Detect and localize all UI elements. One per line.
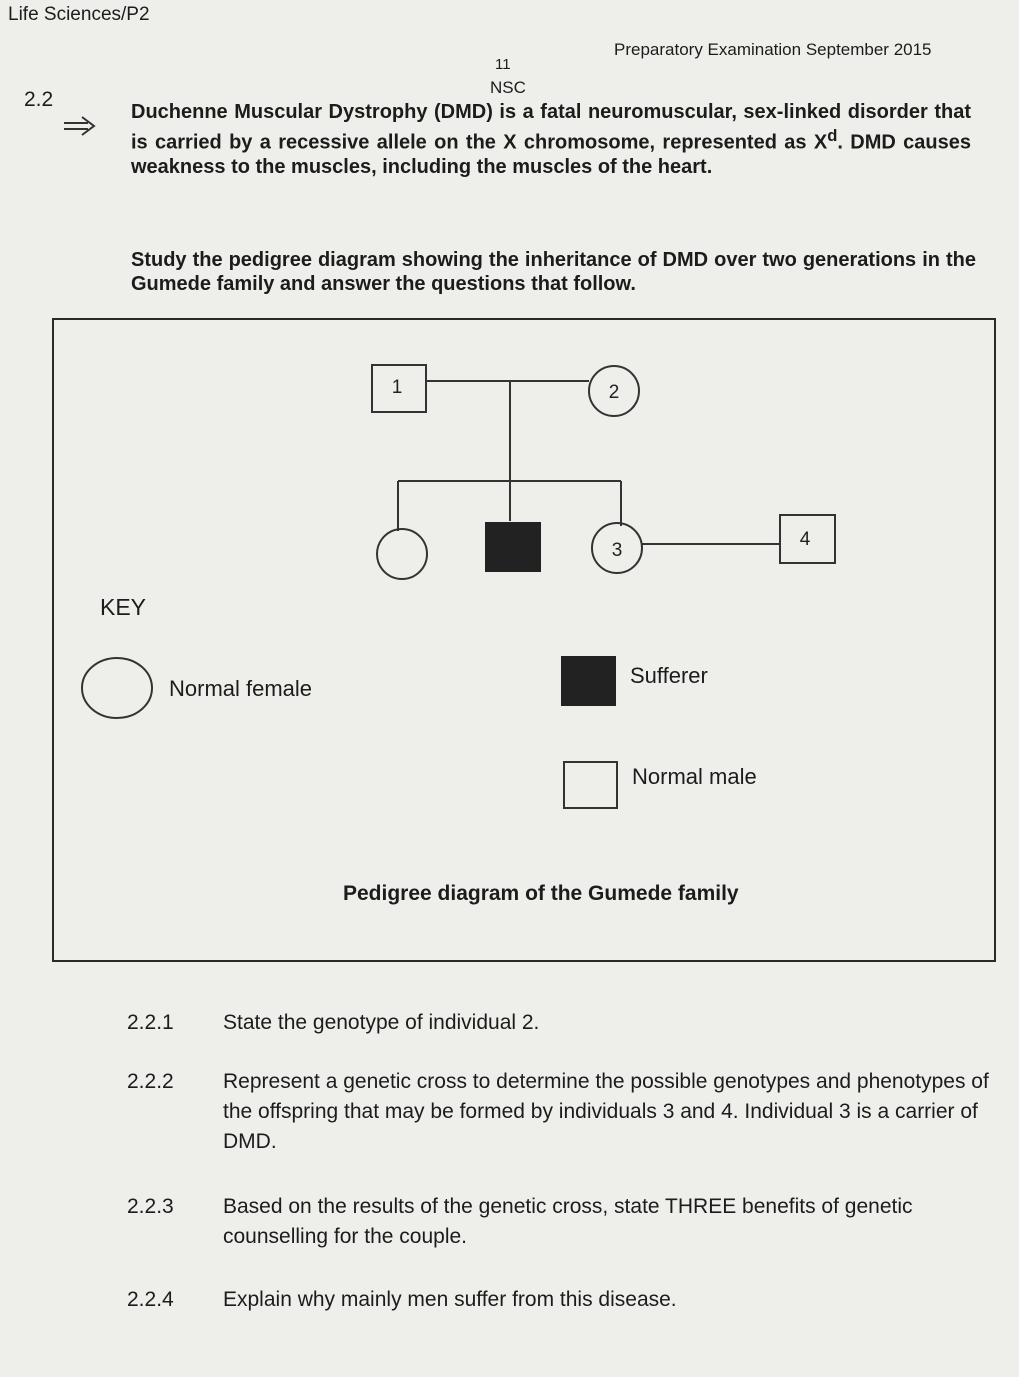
diagram-caption: Pedigree diagram of the Gumede family (343, 882, 739, 905)
subquestion-number: 2.2.4 (127, 1288, 174, 1311)
individual-4-label: 4 (800, 529, 811, 550)
subquestion-number: 2.2.2 (127, 1070, 174, 1093)
individual-1-normal-male (371, 364, 427, 413)
key-sufferer-symbol (561, 656, 616, 706)
pedigree-diagram-box (52, 318, 996, 962)
subquestion-2-2-4: 2.2.4 Explain why mainly men suffer from… (127, 1285, 1003, 1315)
key-normal-female-symbol (81, 657, 153, 719)
individual-3-label: 3 (612, 540, 623, 561)
question-intro: Duchenne Muscular Dystrophy (DMD) is a f… (131, 101, 971, 178)
subquestion-text: Represent a genetic cross to determine t… (223, 1070, 989, 1153)
key-normal-female-label: Normal female (169, 676, 313, 701)
key-normal-male-symbol (563, 761, 618, 809)
exam-title: Preparatory Examination September 2015 (614, 40, 932, 59)
page-number: 11 (495, 56, 511, 73)
subquestion-number: 2.2.3 (127, 1195, 174, 1218)
individual-2-label: 2 (609, 382, 620, 403)
individual-2-normal-female (588, 365, 640, 417)
subquestion-2-2-3: 2.2.3 Based on the results of the geneti… (127, 1192, 1003, 1252)
individual-3-female (591, 522, 643, 574)
arrow-icon (64, 116, 96, 136)
affected-son-sufferer (485, 522, 541, 572)
key-normal-male-label: Normal male (632, 764, 757, 789)
question-number: 2.2 (24, 88, 54, 111)
subquestion-text: Explain why mainly men suffer from this … (223, 1288, 677, 1311)
individual-1-label: 1 (392, 377, 403, 398)
individual-4-normal-male (779, 514, 836, 564)
subquestion-2-2-1: 2.2.1 State the genotype of individual 2… (127, 1008, 1003, 1038)
question-instruction: Study the pedigree diagram showing the i… (131, 249, 976, 295)
normal-female-child (376, 528, 428, 580)
header-subject: Life Sciences/P2 (8, 4, 150, 25)
board-label: NSC (490, 78, 526, 97)
subquestion-text: Based on the results of the genetic cros… (223, 1195, 913, 1248)
key-title: KEY (100, 594, 147, 620)
key-sufferer-label: Sufferer (630, 663, 708, 688)
subquestion-text: State the genotype of individual 2. (223, 1011, 540, 1034)
subquestion-2-2-2: 2.2.2 Represent a genetic cross to deter… (127, 1067, 1003, 1157)
subquestion-number: 2.2.1 (127, 1011, 174, 1034)
